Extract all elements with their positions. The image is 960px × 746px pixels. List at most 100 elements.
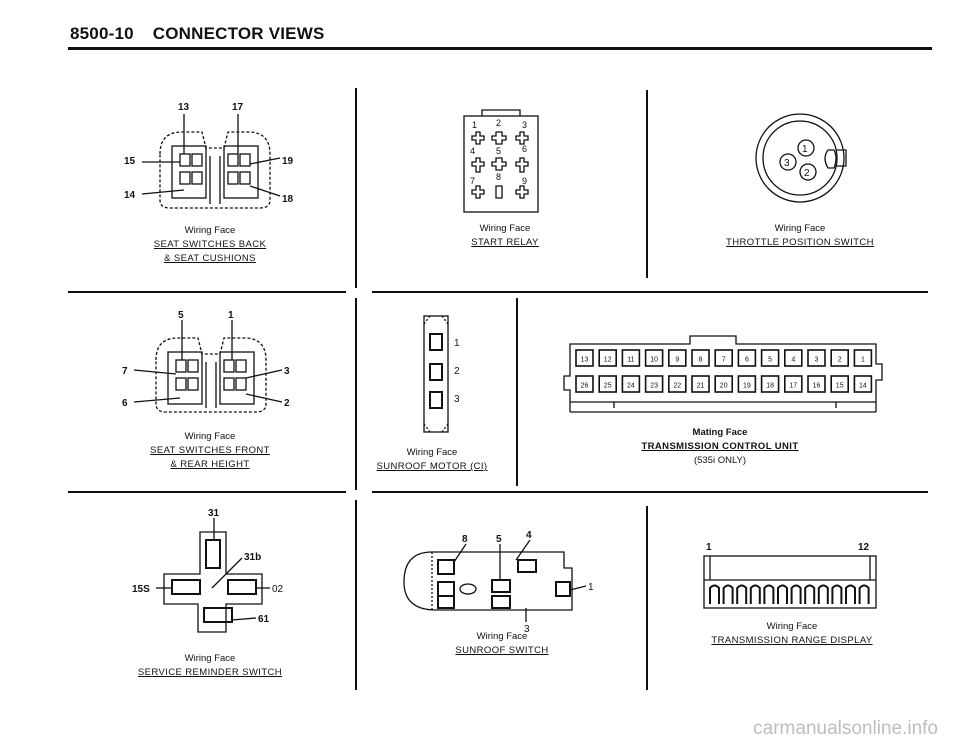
trans-range-pin <box>790 584 802 604</box>
tcu-caption: Mating Face TRANSMISSION CONTROL UNIT (5… <box>590 426 850 468</box>
pin-label: 12 <box>858 542 870 553</box>
tcu-pin-box <box>575 349 594 367</box>
tcu-pin-box <box>691 375 710 393</box>
throttle-connector: 1 3 2 <box>755 113 847 203</box>
trans-range-pin <box>709 584 720 604</box>
wiring-face-label: Wiring Face <box>406 447 458 458</box>
tcu-pin-label: 17 <box>789 383 797 390</box>
wiring-face-label: Wiring Face <box>184 225 236 236</box>
tcu-pin-box <box>737 349 757 367</box>
service-reminder-connector: 31 31b 15S 02 61 <box>132 508 284 633</box>
pin-label: 1 <box>472 120 477 130</box>
divider-h-4 <box>372 491 928 493</box>
tcu-pin-label: 9 <box>675 357 679 364</box>
pin-label: 1 <box>588 582 594 593</box>
start-relay-caption: Wiring Face START RELAY <box>430 222 580 250</box>
pin-label: 31b <box>244 552 261 563</box>
pin-label: 5 <box>496 534 502 545</box>
divider-v-3 <box>355 298 357 490</box>
pin-label: 02 <box>272 584 284 595</box>
pin-label: 3 <box>454 394 460 405</box>
tcu-pin-label: 4 <box>791 357 795 364</box>
trans-range-pin <box>763 584 775 604</box>
seat-back-connector: 13 17 15 19 14 18 <box>124 102 294 209</box>
tcu-pin-box <box>575 375 594 393</box>
pin-label: 2 <box>804 168 810 179</box>
tcu-pin-label: 15 <box>836 383 844 390</box>
tcu-pin-label: 21 <box>697 383 705 390</box>
pin-label: 3 <box>524 624 530 635</box>
tcu-pin-label: 20 <box>720 383 728 390</box>
tcu-pin-label: 23 <box>650 383 658 390</box>
pin-label: 1 <box>228 310 234 321</box>
pin-label: 17 <box>232 102 244 113</box>
page-title: CONNECTOR VIEWS <box>152 24 325 43</box>
pin-label: 3 <box>784 158 790 169</box>
pin-label: 1 <box>706 542 712 553</box>
pin-label: 13 <box>178 102 190 113</box>
section-number: 8500-10 <box>70 24 134 43</box>
tcu-pin-box <box>598 349 618 367</box>
pin-label: 8 <box>496 172 501 182</box>
tcu-pin-box <box>714 375 733 393</box>
divider-v-4 <box>516 298 518 486</box>
tcu-pin-box <box>784 375 803 393</box>
sunroof-switch-caption: Wiring Face SUNROOF SWITCH <box>432 630 572 658</box>
connector-name: SUNROOF MOTOR (CI) <box>376 461 488 472</box>
tcu-pin-label: 2 <box>838 357 842 364</box>
trans-range-caption: Wiring Face TRANSMISSION RANGE DISPLAY <box>690 620 894 648</box>
tcu-pin-label: 6 <box>745 357 749 364</box>
tcu-pin-label: 19 <box>743 383 751 390</box>
wiring-face-label: Wiring Face <box>476 631 528 642</box>
trans-range-pin <box>722 584 734 604</box>
tcu-pin-label: 16 <box>813 383 821 390</box>
connector-name: TRANSMISSION CONTROL UNIT <box>641 441 799 452</box>
pin-label: 18 <box>282 194 294 205</box>
sunroof-motor-caption: Wiring Face SUNROOF MOTOR (CI) <box>362 446 502 474</box>
pin-label: 31 <box>208 508 220 519</box>
tcu-pin-label: 10 <box>650 357 658 364</box>
tcu-pin-box <box>853 375 873 393</box>
connector-name: TRANSMISSION RANGE DISPLAY <box>711 635 873 646</box>
pin-label: 7 <box>122 366 128 377</box>
tcu-pin-label: 26 <box>581 383 589 390</box>
tcu-pin-label: 25 <box>604 383 612 390</box>
tcu-pin-label: 1 <box>861 357 865 364</box>
wiring-face-label: Wiring Face <box>184 653 236 664</box>
pin-label: 4 <box>470 146 475 156</box>
trans-range-pin <box>749 584 761 604</box>
mating-face-label: Mating Face <box>692 427 748 438</box>
tcu-pin-label: 18 <box>766 383 774 390</box>
divider-v-1 <box>355 88 357 288</box>
divider-v-2 <box>646 90 648 278</box>
sunroof-switch-connector: 8 5 4 1 3 <box>403 530 594 635</box>
seat-back-caption: Wiring Face SEAT SWITCHES BACK & SEAT CU… <box>120 224 300 266</box>
trans-range-pin <box>845 584 856 604</box>
connector-name: START RELAY <box>471 237 539 248</box>
connector-note: (535i ONLY) <box>693 455 747 466</box>
pin-label: 14 <box>124 190 136 201</box>
pin-label: 6 <box>122 398 128 409</box>
trans-range-pin <box>817 584 829 604</box>
divider-h-3 <box>68 491 346 493</box>
tcu-pin-label: 11 <box>627 357 634 364</box>
pin-label: 1 <box>802 144 808 155</box>
pin-label: 61 <box>258 614 270 625</box>
tcu-pin-box <box>760 375 780 393</box>
tcu-pin-box <box>621 375 641 393</box>
pin-label: 5 <box>178 310 184 321</box>
tcu-pin-label: 14 <box>859 383 867 390</box>
tcu-pin-label: 13 <box>581 357 589 364</box>
pin-label: 2 <box>454 366 460 377</box>
pin-label: 9 <box>522 176 527 186</box>
tcu-pin-box <box>830 349 850 367</box>
connector-name: SERVICE REMINDER SWITCH <box>137 667 283 678</box>
connector-name: SUNROOF SWITCH <box>455 645 549 656</box>
start-relay-connector: 1 2 3 4 5 6 7 8 9 <box>463 109 539 213</box>
tcu-pin-box <box>668 349 687 367</box>
tcu-pin-box <box>621 349 641 367</box>
header-rule <box>68 47 932 50</box>
pin-label: 6 <box>522 144 527 154</box>
tcu-pin-box <box>830 375 850 393</box>
